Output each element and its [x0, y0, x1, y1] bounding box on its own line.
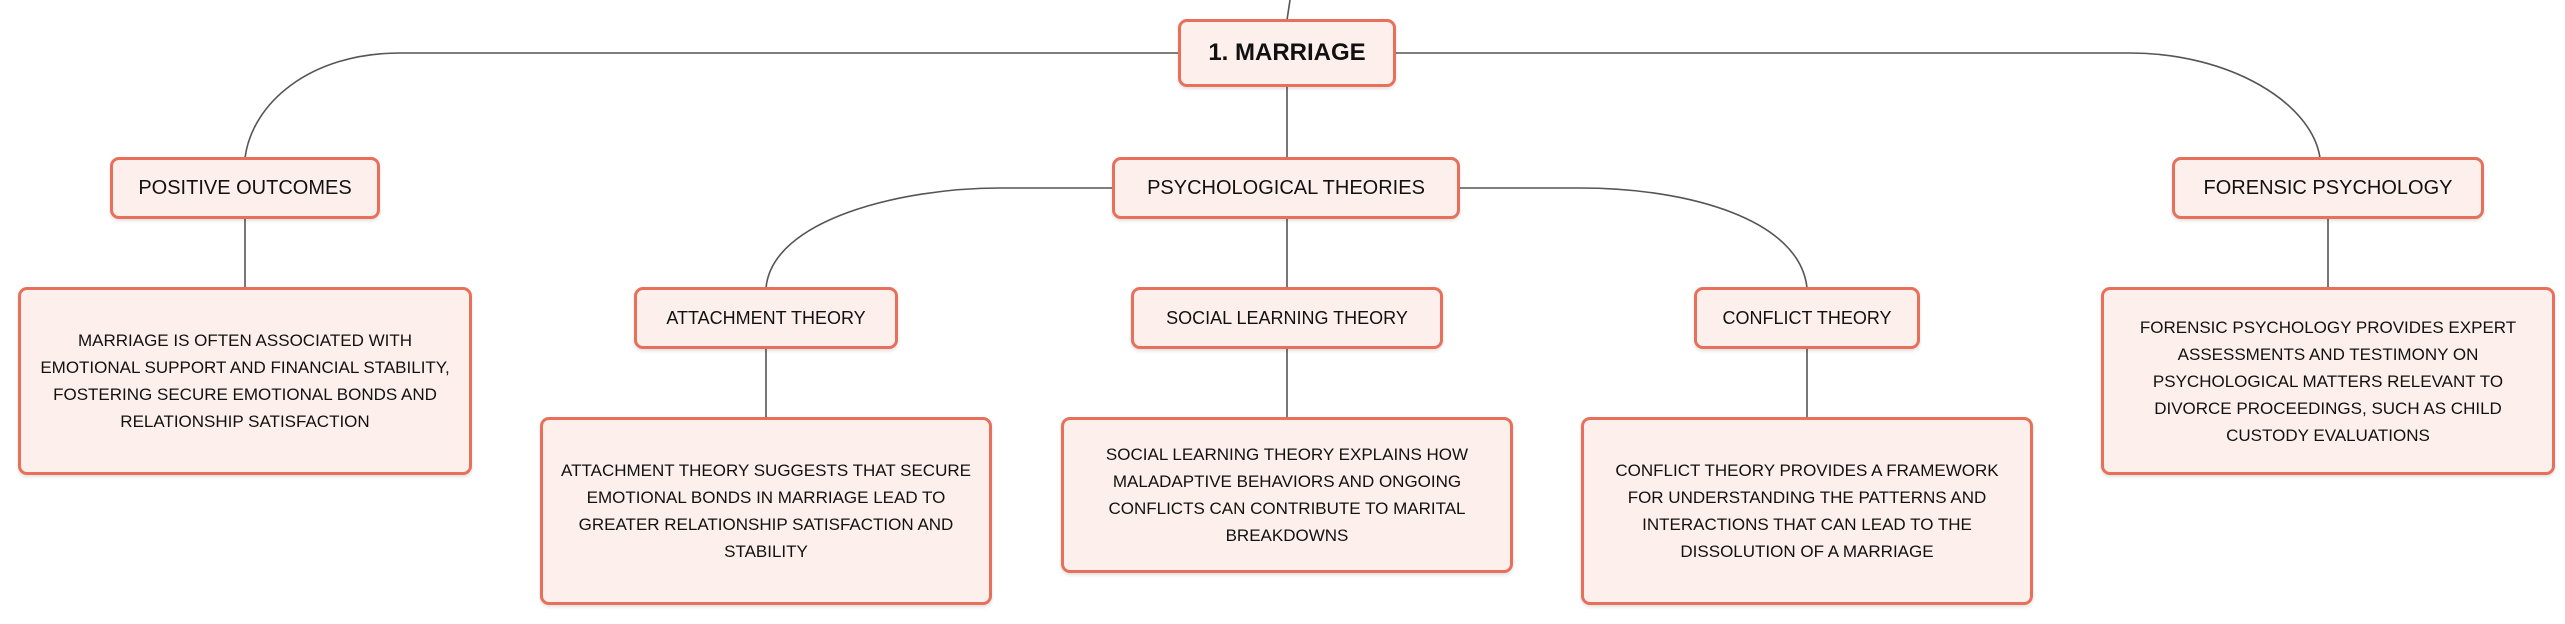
sub-node-social-learning-theory[interactable]: SOCIAL LEARNING THEORY: [1131, 287, 1443, 349]
description-node-positive-outcomes[interactable]: MARRIAGE IS OFTEN ASSOCIATED WITH EMOTIO…: [18, 287, 472, 475]
description-node-social-learning-theory[interactable]: SOCIAL LEARNING THEORY EXPLAINS HOW MALA…: [1061, 417, 1513, 573]
description-text: MARRIAGE IS OFTEN ASSOCIATED WITH EMOTIO…: [40, 331, 450, 431]
description-node-conflict-theory[interactable]: CONFLICT THEORY PROVIDES A FRAMEWORK FOR…: [1581, 417, 2033, 605]
sub-node-label: ATTACHMENT THEORY: [666, 307, 866, 328]
sub-node-conflict-theory[interactable]: CONFLICT THEORY: [1694, 287, 1920, 349]
root-node-label: 1. MARRIAGE: [1208, 39, 1366, 66]
connector-theories-to-conflict: [1460, 187, 1808, 289]
connector-root-to-positive-outcomes: [244, 52, 1178, 159]
description-text: CONFLICT THEORY PROVIDES A FRAMEWORK FOR…: [1615, 461, 1999, 561]
connector-root-to-forensic-psychology: [1396, 52, 2321, 159]
branch-node-psychological-theories[interactable]: PSYCHOLOGICAL THEORIES: [1112, 157, 1460, 219]
description-text: FORENSIC PSYCHOLOGY PROVIDES EXPERT ASSE…: [2139, 317, 2517, 445]
sub-node-label: CONFLICT THEORY: [1722, 307, 1892, 328]
branch-node-label: POSITIVE OUTCOMES: [138, 176, 352, 199]
description-node-attachment-theory[interactable]: ATTACHMENT THEORY SUGGESTS THAT SECURE E…: [540, 417, 992, 605]
branch-node-positive-outcomes[interactable]: POSITIVE OUTCOMES: [110, 157, 380, 219]
description-text: SOCIAL LEARNING THEORY EXPLAINS HOW MALA…: [1105, 445, 1469, 545]
connector-theories-to-attachment: [765, 187, 1112, 289]
description-text: ATTACHMENT THEORY SUGGESTS THAT SECURE E…: [561, 461, 971, 561]
connector-parent-to-root: [1286, 0, 1291, 21]
branch-node-label: FORENSIC PSYCHOLOGY: [2203, 176, 2453, 199]
branch-node-forensic-psychology[interactable]: FORENSIC PSYCHOLOGY: [2172, 157, 2484, 219]
root-node-marriage[interactable]: 1. MARRIAGE: [1178, 19, 1396, 87]
branch-node-label: PSYCHOLOGICAL THEORIES: [1147, 176, 1425, 199]
sub-node-attachment-theory[interactable]: ATTACHMENT THEORY: [634, 287, 898, 349]
description-node-forensic-psychology[interactable]: FORENSIC PSYCHOLOGY PROVIDES EXPERT ASSE…: [2101, 287, 2555, 475]
sub-node-label: SOCIAL LEARNING THEORY: [1166, 307, 1408, 328]
